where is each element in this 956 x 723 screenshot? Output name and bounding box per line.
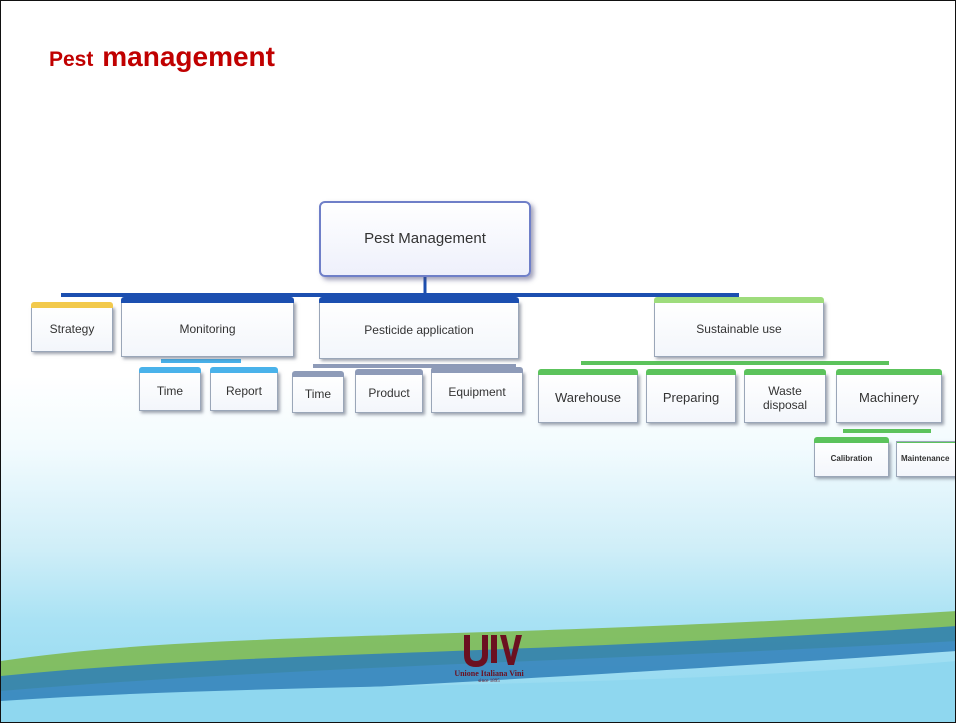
node-cap [292, 371, 344, 377]
node-label: Equipment [448, 384, 506, 399]
node-pesticide-time: Time [292, 371, 344, 413]
title-part-2: management [102, 41, 275, 72]
node-cap [897, 442, 955, 443]
node-preparing: Preparing [646, 369, 736, 423]
node-label: Time [156, 383, 184, 398]
node-label: Product [368, 385, 410, 400]
node-waste-disposal: Waste disposal [744, 369, 826, 423]
node-cap [744, 369, 826, 375]
logo-name: Unione Italiana Vini [454, 669, 524, 678]
node-label: Warehouse [555, 390, 621, 406]
node-cap [431, 367, 523, 373]
node-cap [814, 437, 889, 443]
slide-title: Pest management [49, 37, 275, 74]
root-node: Pest Management [319, 201, 531, 277]
node-cap [538, 369, 638, 375]
node-sustainable-use: Sustainable use [654, 297, 824, 357]
node-label: Sustainable use [696, 321, 782, 336]
node-cap [210, 367, 278, 373]
uiv-logo-mark-icon [464, 635, 522, 667]
node-cap [654, 297, 824, 303]
node-cap [355, 369, 423, 375]
node-label: Machinery [859, 390, 919, 406]
node-pesticide-application: Pesticide application [319, 297, 519, 359]
node-cap [139, 367, 201, 373]
uiv-logo: Unione Italiana Vini since 1895 [434, 631, 544, 691]
logo-since: since 1895 [478, 679, 500, 684]
node-cap [31, 302, 113, 308]
node-machinery: Machinery [836, 369, 942, 423]
node-maintenance: Maintenance [896, 441, 955, 477]
node-label: Time [304, 386, 332, 401]
node-cap [646, 369, 736, 375]
node-monitoring-time: Time [139, 367, 201, 411]
node-warehouse: Warehouse [538, 369, 638, 423]
node-strategy: Strategy [31, 302, 113, 352]
node-pesticide-product: Product [355, 369, 423, 413]
node-calibration: Calibration [814, 437, 889, 477]
node-label: Waste disposal [762, 383, 808, 412]
node-cap [836, 369, 942, 375]
node-label: Monitoring [179, 321, 236, 336]
node-label: Strategy [49, 321, 95, 336]
title-part-1: Pest [49, 48, 94, 71]
node-cap [319, 297, 519, 303]
node-cap [121, 297, 294, 303]
node-label: Report [225, 383, 263, 398]
node-monitoring: Monitoring [121, 297, 294, 357]
node-pesticide-equipment: Equipment [431, 367, 523, 413]
node-label: Preparing [662, 390, 720, 406]
node-monitoring-report: Report [210, 367, 278, 411]
node-label: Pesticide application [364, 322, 474, 337]
root-label: Pest Management [364, 230, 486, 247]
node-label: Calibration [830, 454, 873, 464]
node-label: Maintenance [901, 454, 950, 464]
